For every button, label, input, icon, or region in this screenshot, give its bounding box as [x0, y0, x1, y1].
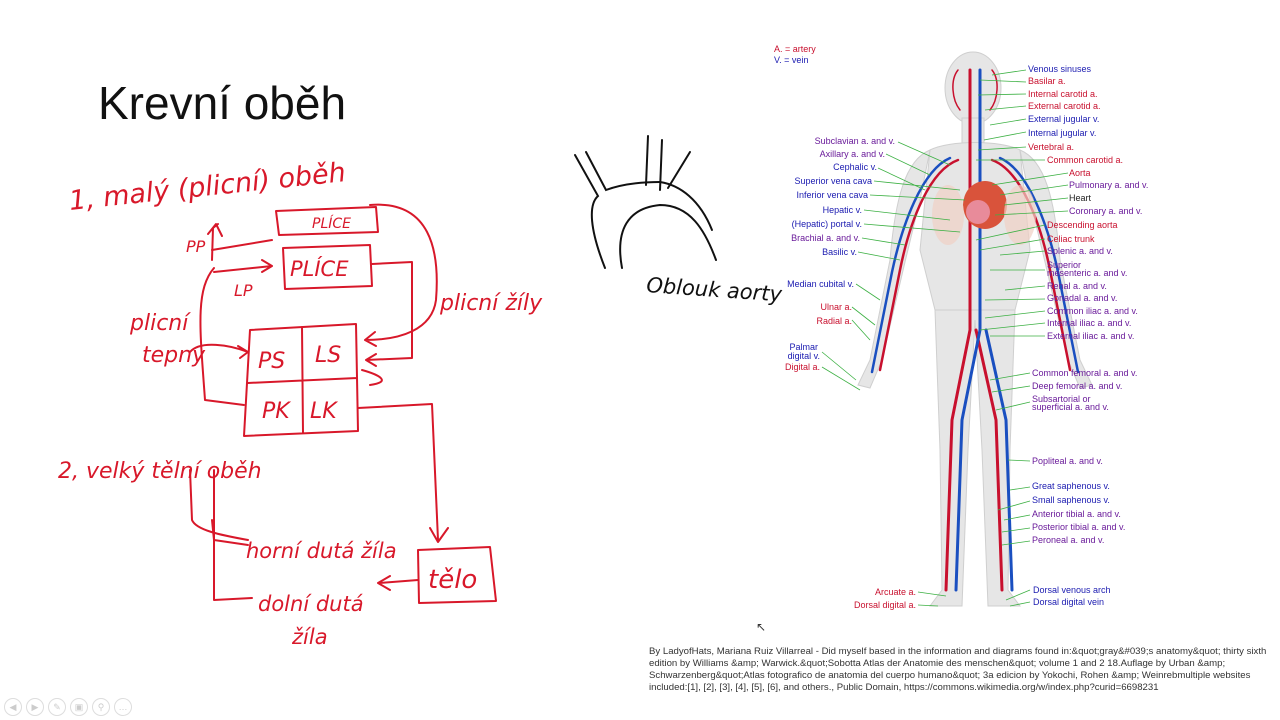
more-icon[interactable]: …	[114, 698, 132, 716]
label-digital: Digital a.	[784, 362, 820, 372]
label-median-cubital: Median cubital v.	[787, 279, 854, 289]
label-ulnar: Ulnar a.	[820, 302, 852, 312]
pulmonary-veins-label: plicní žíly	[439, 291, 543, 316]
label-external-iliac: External iliac a. and v.	[1047, 331, 1135, 341]
legend-artery: A. = artery	[774, 44, 816, 54]
label-palmar: Palmar	[789, 342, 818, 352]
pulmonary-arteries-label-1: plicní	[129, 311, 191, 336]
pages-icon[interactable]: ▣	[70, 698, 88, 716]
big-circulation-label: 2, velký tělní oběh	[58, 459, 262, 484]
label-inferior-vena-cava: Inferior vena cava	[796, 190, 868, 200]
label-dorsal-digital-a: Dorsal digital a.	[853, 600, 916, 610]
label-dorsal-digital-vein: Dorsal digital vein	[1033, 597, 1105, 607]
label-subclavian: Subclavian a. and v.	[814, 136, 895, 146]
label-celiac-trunk: Celiac trunk	[1047, 234, 1095, 244]
aortic-arch-sketch	[574, 135, 717, 269]
label-external-jugular: External jugular v.	[1028, 114, 1100, 124]
label-portal: (Hepatic) portal v.	[791, 219, 862, 229]
label-superior-vena-cava: Superior vena cava	[794, 176, 872, 186]
label-gonadal: Gonadal a. and v.	[1047, 293, 1118, 303]
label-palmar-digital: digital v.	[787, 351, 820, 361]
aortic-arch-label: Oblouk aorty	[646, 273, 784, 306]
body-box	[417, 546, 497, 604]
label-superior-mesenteric-2: mesenteric a. and v.	[1047, 268, 1128, 278]
label-dorsal-venous-arch: Dorsal venous arch	[1033, 585, 1111, 595]
label-basilar: Basilar a.	[1028, 76, 1066, 86]
label-popliteal: Popliteal a. and v.	[1032, 456, 1103, 466]
left-ventricle-label: LK	[310, 399, 338, 424]
superior-vena-cava-label: horní dutá žíla	[246, 539, 397, 563]
label-common-iliac: Common iliac a. and v.	[1047, 306, 1138, 316]
label-internal-carotid: Internal carotid a.	[1028, 89, 1098, 99]
label-common-femoral: Common femoral a. and v.	[1032, 368, 1138, 378]
label-renal: Renal a. and v.	[1047, 281, 1107, 291]
label-posterior-tibial: Posterior tibial a. and v.	[1032, 522, 1126, 532]
label-anterior-tibial: Anterior tibial a. and v.	[1032, 509, 1121, 519]
lp-label: LP	[234, 281, 253, 300]
mouse-cursor-icon: ↖	[756, 620, 767, 634]
label-basilic: Basilic v.	[822, 247, 857, 257]
inferior-vena-cava-label-2: žíla	[291, 625, 328, 649]
legend-vein: V. = vein	[774, 55, 809, 65]
label-coronary: Coronary a. and v.	[1069, 206, 1143, 216]
label-radial: Radial a.	[816, 316, 852, 326]
label-pulmonary: Pulmonary a. and v.	[1069, 180, 1149, 190]
previous-icon[interactable]: ◀	[4, 698, 22, 716]
label-internal-jugular: Internal jugular v.	[1028, 128, 1097, 138]
small-circulation-label: 1, malý (plicní) oběh	[67, 157, 347, 217]
slide-toolbar: ◀ ▶ ✎ ▣ ⚲ …	[4, 698, 132, 716]
circulatory-system-figure	[821, 51, 1093, 607]
lungs-label: PLÍCE	[290, 256, 349, 281]
label-brachial: Brachial a. and v.	[791, 233, 860, 243]
label-superior-mesenteric-1: Superior	[1047, 260, 1082, 270]
label-axillary: Axillary a. and v.	[819, 149, 885, 159]
lungs-top-box	[275, 206, 379, 236]
label-subsartorial-2: superficial a. and v.	[1032, 402, 1109, 412]
label-common-carotid: Common carotid a.	[1047, 155, 1124, 165]
label-deep-femoral: Deep femoral a. and v.	[1032, 381, 1123, 391]
label-internal-iliac: Internal iliac a. and v.	[1047, 318, 1132, 328]
zoom-icon[interactable]: ⚲	[92, 698, 110, 716]
left-atrium-label: LS	[315, 343, 341, 368]
slide-title: Krevní oběh	[98, 77, 347, 129]
label-venous-sinuses: Venous sinuses	[1028, 64, 1092, 74]
label-arcuate: Arcuate a.	[874, 587, 916, 597]
label-great-saphenous: Great saphenous v.	[1032, 481, 1110, 491]
label-cephalic: Cephalic v.	[833, 162, 877, 172]
label-subsartorial-1: Subsartorial or	[1032, 394, 1091, 404]
label-vertebral: Vertebral a.	[1028, 142, 1075, 152]
pen-icon[interactable]: ✎	[48, 698, 66, 716]
lungs-box	[282, 244, 373, 290]
label-small-saphenous: Small saphenous v.	[1032, 495, 1110, 505]
body-label: tělo	[428, 565, 477, 595]
pp-label: PP	[186, 237, 206, 256]
figure-legend: A. = artery V. = vein	[774, 44, 816, 66]
pulmonary-arteries-label-2: tepny	[142, 343, 206, 368]
right-atrium-label: PS	[258, 349, 285, 374]
next-icon[interactable]: ▶	[26, 698, 44, 716]
inferior-vena-cava-label-1: dolní dutá	[258, 592, 364, 616]
label-hepatic: Hepatic v.	[822, 205, 862, 215]
right-ventricle-label: PK	[262, 399, 291, 424]
heart-grid	[243, 323, 359, 437]
label-aorta: Aorta	[1069, 168, 1091, 178]
label-descending-aorta: Descending aorta	[1047, 220, 1118, 230]
label-peroneal: Peroneal a. and v.	[1032, 535, 1105, 545]
label-splenic: Splenic a. and v.	[1047, 246, 1113, 256]
image-credit: By LadyofHats, Mariana Ruiz Villarreal -…	[649, 646, 1267, 693]
lungs-top-label: PLÍCE	[312, 215, 351, 232]
label-external-carotid: External carotid a.	[1028, 101, 1101, 111]
label-heart: Heart	[1069, 193, 1092, 203]
